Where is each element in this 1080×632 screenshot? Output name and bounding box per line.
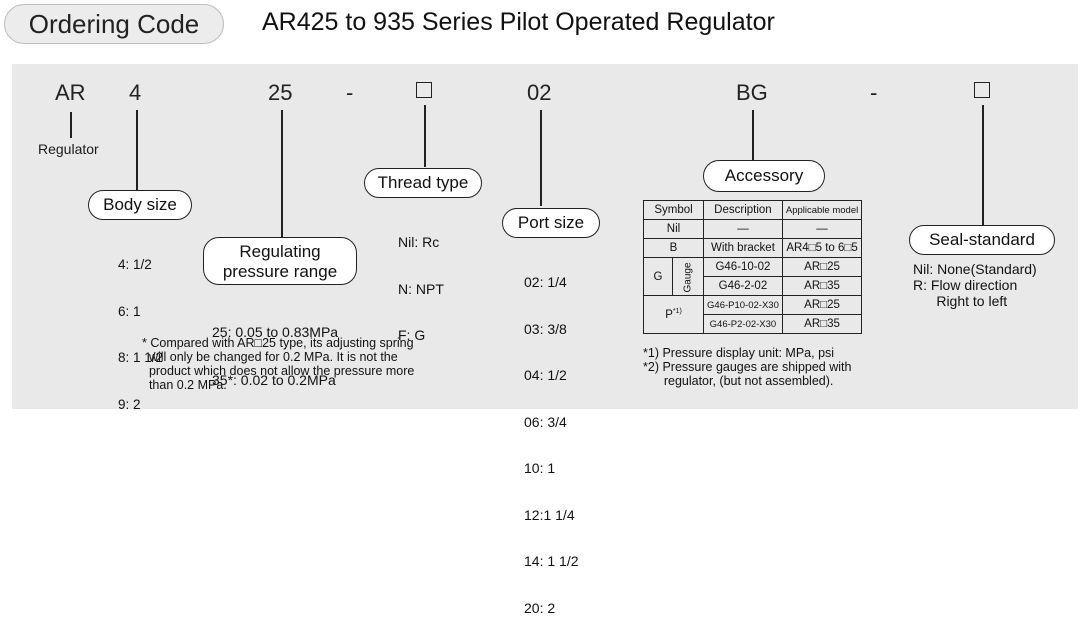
pressure-connector — [281, 110, 283, 237]
regulator-connector — [70, 112, 72, 138]
table-cell: Nil — [642, 219, 705, 239]
list-item: 12:1 1/4 — [524, 506, 575, 523]
port-size-pill: Port size — [502, 208, 600, 238]
pressure-range-list: 25: 0.05 to 0.83MPa 35*: 0.02 to 0.2MPa — [212, 292, 338, 404]
table-cell: B — [642, 238, 705, 258]
table-cell-p-symbol: P*1) — [642, 295, 705, 334]
code-seal-box — [974, 82, 990, 98]
table-cell: With bracket — [703, 238, 783, 258]
table-cell: AR4□5 to 6□5 — [781, 238, 863, 258]
code-port: 02 — [527, 80, 552, 105]
list-item: 8: 1 1/2 — [118, 350, 164, 365]
gauge-label-cell: Gauge — [671, 257, 705, 296]
code-body-size: 4 — [129, 80, 142, 105]
seal-connector — [982, 105, 984, 225]
body-size-list: 4: 1/2 6: 1 8: 1 1/2 9: 2 — [118, 226, 163, 428]
table-row: G Gauge G46-10-02 AR□25 — [643, 257, 863, 296]
list-item: 03: 3/8 — [524, 320, 567, 337]
accessory-connector — [752, 110, 754, 160]
body-size-pill: Body size — [88, 190, 192, 220]
table-row: B With bracket AR4□5 to 6□5 — [642, 238, 863, 258]
port-connector — [540, 110, 542, 206]
list-item: 20: 2 — [524, 599, 556, 616]
body-size-connector — [136, 110, 138, 190]
table-header-model: Applicable model — [781, 200, 863, 220]
accessory-table: Symbol Description Applicable model Nil … — [642, 200, 863, 334]
table-cell: — — [781, 219, 863, 239]
accessory-notes: *1) Pressure display unit: MPa, psi *2) … — [643, 346, 852, 388]
port-size-list: 02: 1/4 03: 3/8 04: 1/2 06: 3/4 10: 1 12… — [524, 244, 579, 632]
table-row: Nil — — — [642, 219, 863, 239]
table-row: G46-P2-02-X30 AR□35 — [644, 314, 863, 334]
p-superscript: *1) — [672, 308, 682, 316]
table-header-description: Description — [703, 200, 783, 220]
table-cell: G46-10-02 — [703, 257, 783, 277]
table-cell: G46-P2-02-X30 — [703, 314, 783, 334]
table-cell: AR□25 — [781, 257, 863, 277]
code-dash-1: - — [346, 80, 354, 105]
table-header-symbol: Symbol — [642, 200, 705, 220]
list-item: 25: 0.05 to 0.83MPa — [212, 324, 339, 340]
table-cell: G46-2-02 — [703, 276, 783, 296]
table-cell: AR□35 — [781, 276, 863, 296]
list-item: 35*: 0.02 to 0.2MPa — [212, 372, 336, 388]
regulator-label: Regulator — [38, 141, 99, 157]
table-header-row: Symbol Description Applicable model — [642, 200, 863, 220]
code-thread-box — [416, 82, 432, 98]
list-item: 14: 1 1/2 — [524, 553, 579, 569]
list-item: 10: 1 — [524, 460, 556, 476]
table-cell: AR□25 — [781, 295, 863, 315]
list-item: 6: 1 — [118, 303, 141, 319]
thread-type-pill: Thread type — [364, 168, 482, 198]
list-item: Nil: Rc — [398, 234, 440, 250]
table-cell: G — [643, 257, 673, 296]
code-dash-2: - — [870, 80, 878, 105]
table-cell: AR□35 — [781, 314, 863, 334]
code-accessory: BG — [736, 80, 768, 105]
table-row: P*1) G46-P10-02-X30 AR□25 — [642, 295, 863, 334]
list-item: 9: 2 — [118, 396, 141, 412]
ordering-code-pill: Ordering Code — [4, 4, 224, 44]
pressure-range-label-1: Regulating — [239, 242, 321, 261]
pressure-note: * Compared with AR□25 type, its adjustin… — [142, 336, 415, 392]
gauge-label: Gauge — [682, 261, 694, 293]
thread-connector — [424, 105, 426, 167]
pressure-range-label-2: pressure range — [222, 262, 338, 281]
code-prefix: AR — [55, 80, 86, 105]
list-item: 4: 1/2 — [118, 257, 152, 272]
list-item: 02: 1/4 — [524, 274, 567, 290]
seal-standard-list: Nil: None(Standard) R: Flow direction Ri… — [913, 261, 1037, 309]
list-item: F: G — [398, 327, 426, 343]
page-title: AR425 to 935 Series Pilot Operated Regul… — [262, 8, 775, 36]
seal-standard-pill: Seal-standard — [909, 225, 1055, 255]
p-symbol: P — [665, 308, 673, 321]
list-item: 06: 3/4 — [524, 413, 567, 430]
table-cell: — — [703, 219, 783, 239]
table-cell: G46-P10-02-X30 — [703, 295, 783, 315]
accessory-pill: Accessory — [703, 160, 825, 192]
thread-type-list: Nil: Rc N: NPT F: G — [398, 204, 444, 359]
pressure-range-pill: Regulating pressure range — [203, 237, 357, 285]
list-item: 04: 1/2 — [524, 367, 567, 383]
code-pressure: 25 — [268, 80, 293, 105]
list-item: N: NPT — [398, 280, 444, 297]
